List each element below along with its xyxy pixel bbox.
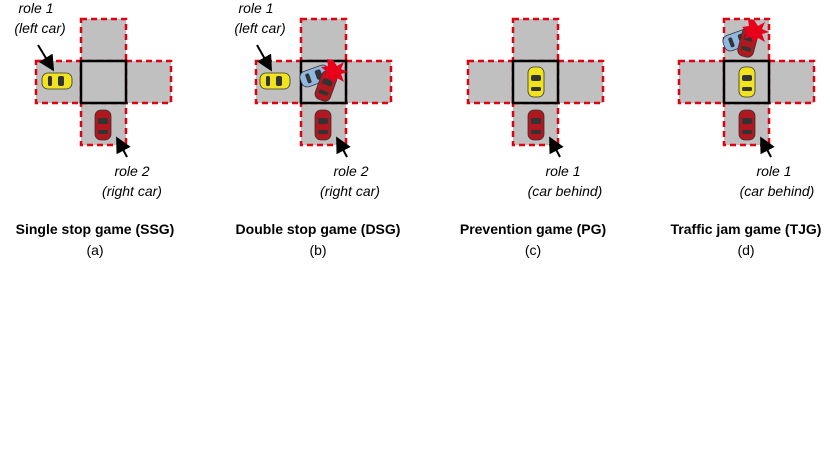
crash-icon: [742, 19, 769, 44]
role-label-line2: (car behind): [740, 183, 815, 199]
role-label-line2: (car behind): [528, 183, 603, 199]
red-car-icon: [94, 109, 112, 141]
panel-title: Double stop game (DSG): [236, 221, 401, 237]
role-label-line2: (right car): [102, 183, 162, 199]
panel-title: Prevention game (PG): [460, 221, 606, 237]
arrow-role-1: [760, 136, 775, 158]
panel-dsg: role 1 (left car) role 2 (right car) Dou…: [234, 0, 400, 258]
panel-title: Traffic jam game (TJG): [671, 221, 822, 237]
panel-tjg: role 1 (car behind) Traffic jam game (TJ…: [671, 17, 822, 258]
blue-car-icon: [299, 64, 331, 88]
arrow-role-2: [116, 136, 131, 158]
panel-sublabel: (a): [86, 242, 103, 258]
red-car-icon: [314, 109, 332, 141]
panel-title: Single stop game (SSG): [16, 221, 175, 237]
role-label-line1: role 1: [238, 0, 273, 16]
panel-sublabel: (d): [737, 242, 754, 258]
role-label-line1: role 2: [114, 163, 149, 179]
role-label-line2: (left car): [234, 20, 285, 36]
panel-sublabel: (c): [525, 242, 541, 258]
role-label-line2: (right car): [320, 183, 380, 199]
yellow-car-icon: [738, 66, 756, 98]
red-car-icon: [738, 109, 756, 141]
panel-pg: role 1 (car behind) Prevention game (PG)…: [460, 17, 606, 258]
panel-ssg: role 1 (left car) role 2 (right car) Sin…: [14, 0, 174, 258]
yellow-car-icon: [259, 72, 291, 90]
role-label-line1: role 2: [333, 163, 368, 179]
role-label-line2: (left car): [14, 20, 65, 36]
arrow-role-1: [256, 44, 272, 72]
crash-icon: [321, 59, 348, 84]
red-car-icon: [527, 109, 545, 141]
arrow-role-1: [37, 44, 55, 72]
yellow-car-icon: [527, 66, 545, 98]
panel-sublabel: (b): [309, 242, 326, 258]
yellow-car-icon: [41, 72, 73, 90]
arrow-role-2: [336, 136, 351, 158]
role-label-line1: role 1: [18, 0, 53, 16]
role-label-line1: role 1: [545, 163, 580, 179]
arrow-role-1: [549, 136, 564, 158]
role-label-line1: role 1: [756, 163, 791, 179]
